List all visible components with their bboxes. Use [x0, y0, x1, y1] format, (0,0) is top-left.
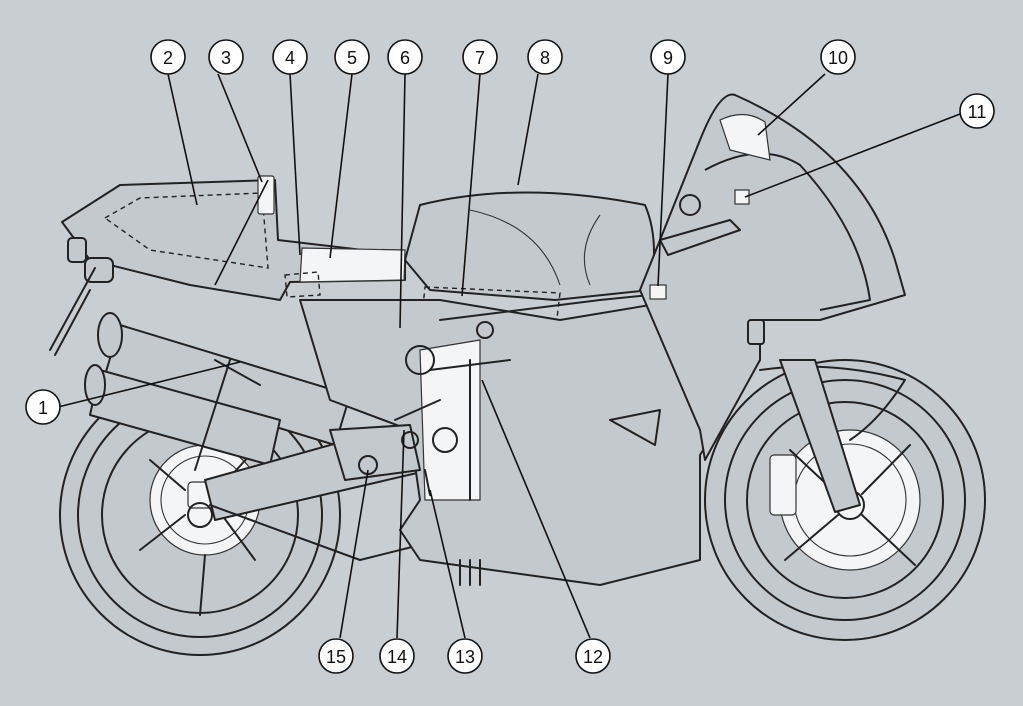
callout-10: 10 [820, 39, 856, 75]
exhaust-silencers [84, 312, 351, 471]
callout-11-label: 11 [968, 102, 987, 122]
callout-14-label: 14 [387, 647, 407, 667]
callout-3: 3 [208, 39, 244, 75]
callout-15: 15 [318, 638, 354, 674]
callout-15-label: 15 [326, 647, 346, 667]
callout-14: 14 [379, 638, 415, 674]
callout-4-label: 4 [285, 48, 295, 68]
callout-13-label: 13 [455, 647, 475, 667]
callout-2-label: 2 [163, 48, 173, 68]
callout-10-label: 10 [828, 48, 848, 68]
callout-9: 9 [650, 39, 686, 75]
callout-3-label: 3 [221, 48, 231, 68]
frame-engine [299, 289, 761, 586]
callout-12-label: 12 [583, 647, 603, 667]
callout-5: 5 [334, 39, 370, 75]
leader-lines [57, 73, 961, 639]
callout-11: 11 [959, 93, 995, 129]
callout-1-label: 1 [38, 398, 48, 418]
callout-6: 6 [387, 39, 423, 75]
callout-1: 1 [25, 389, 61, 425]
callout-9-label: 9 [663, 48, 673, 68]
rear-set-linkage [329, 399, 441, 496]
callout-13: 13 [447, 638, 483, 674]
callout-6-label: 6 [400, 48, 410, 68]
callout-12: 12 [575, 638, 611, 674]
callout-4: 4 [272, 39, 308, 75]
tail-section [49, 175, 406, 356]
front-fork [649, 189, 861, 513]
callout-7-label: 7 [475, 48, 485, 68]
callout-8-label: 8 [540, 48, 550, 68]
callout-8: 8 [527, 39, 563, 75]
callout-2: 2 [150, 39, 186, 75]
callout-7: 7 [462, 39, 498, 75]
callout-5-label: 5 [347, 48, 357, 68]
